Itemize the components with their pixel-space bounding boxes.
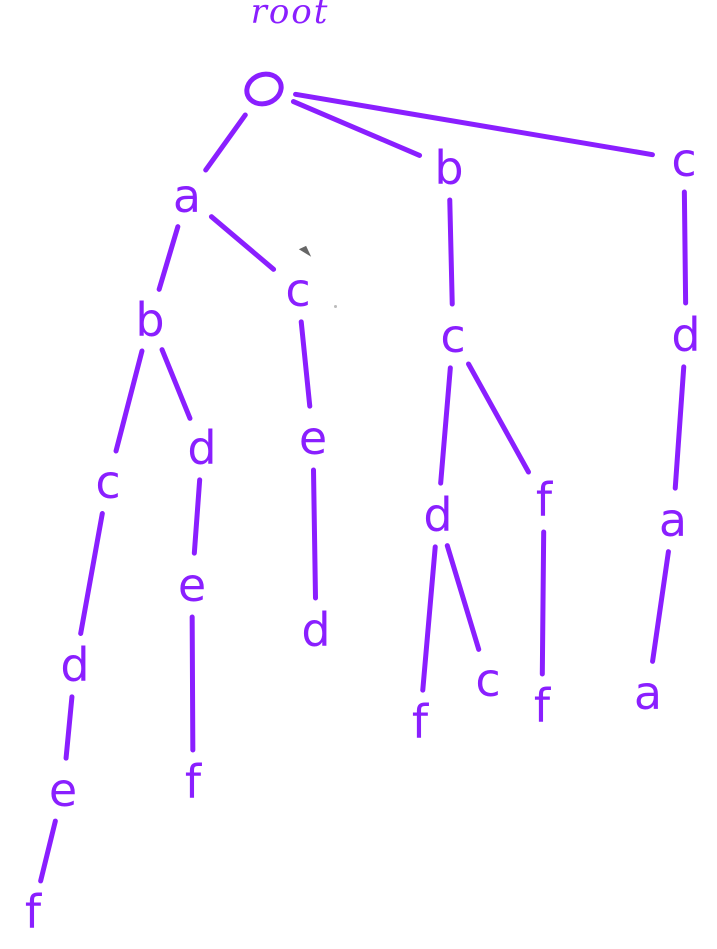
edge-ac-ace — [298, 319, 313, 409]
node-ab: b — [135, 293, 165, 347]
edge-bcd-bcdc — [444, 543, 482, 652]
edge-abde-abdef — [189, 614, 196, 753]
edge-a-ab — [156, 224, 181, 292]
node-cda: a — [658, 493, 688, 547]
node-bc: c — [440, 309, 466, 363]
edge-cda-cdaa — [650, 549, 671, 664]
edge-bcd-bcdf — [420, 544, 438, 693]
stray-dot — [334, 305, 337, 308]
edge-abd-abde — [191, 477, 203, 556]
node-bcff: f — [533, 679, 551, 733]
edge-abc-abcd — [78, 510, 105, 637]
edge-cd-cda — [672, 364, 687, 491]
node-bcf: f — [535, 473, 553, 527]
edge-bc-bcf — [466, 361, 531, 475]
node-abcdef: f — [24, 885, 42, 939]
edge-root-a — [203, 112, 248, 173]
node-abde: e — [177, 558, 207, 612]
edge-c-cd — [681, 189, 689, 306]
edge-ace-aced — [310, 467, 319, 601]
edge-ab-abd — [159, 347, 193, 421]
node-bcdc: c — [475, 653, 501, 707]
node-ac: c — [285, 263, 311, 317]
node-abcd: d — [60, 638, 90, 692]
edge-abcd-abcde — [63, 694, 75, 761]
root-caption: root — [250, 0, 330, 32]
node-bcdf: f — [411, 695, 429, 749]
edge-ab-abc — [113, 348, 145, 454]
node-cd: d — [671, 308, 701, 362]
node-bcd: d — [423, 488, 453, 542]
edge-bcf-bcff — [539, 529, 547, 677]
node-b: b — [434, 141, 464, 195]
edge-bc-bcd — [438, 365, 453, 486]
node-ace: e — [298, 411, 328, 465]
node-aced: d — [301, 603, 331, 657]
node-abd: d — [187, 421, 217, 475]
edge-abcde-abcdef — [38, 818, 58, 884]
edge-b-bc — [447, 197, 455, 307]
node-abc: c — [95, 455, 121, 509]
edge-a-ac — [208, 214, 277, 272]
node-c: c — [671, 133, 697, 187]
node-abcde: e — [48, 763, 78, 817]
node-cdaa: a — [633, 666, 663, 720]
node-a: a — [172, 169, 202, 223]
edge-root-c — [293, 91, 655, 158]
node-abdef: f — [184, 755, 202, 809]
edge-root-b — [290, 99, 423, 158]
